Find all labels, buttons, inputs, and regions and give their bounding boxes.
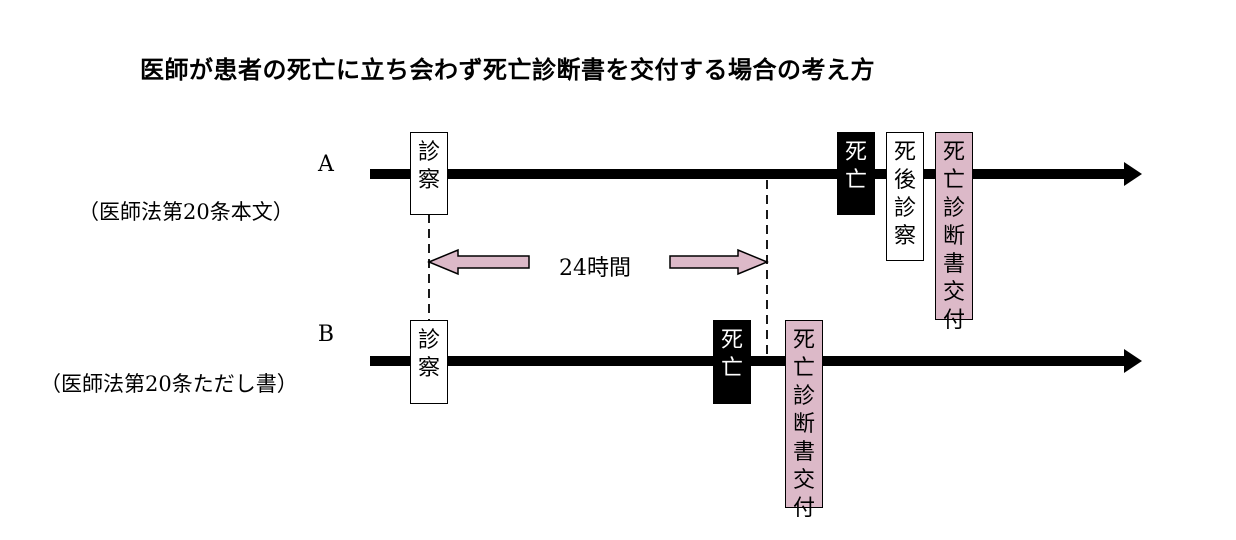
row-b-note: （医師法第20条ただし書） [40, 372, 298, 396]
row-a-death-text: 死亡 [844, 140, 867, 193]
interval-label: 24時間 [540, 250, 650, 282]
row-a-note: （医師法第20条本文） [78, 200, 294, 224]
row-b-certificate-box: 死亡診断書交付 [785, 320, 823, 521]
row-a-exam-text: 診察 [417, 140, 440, 193]
timeline-b-arrowhead [1124, 349, 1142, 373]
row-a-post-exam-box: 死後診察 [886, 132, 924, 261]
row-a-exam-box: 診察 [410, 132, 448, 215]
timeline-a-arrowhead [1124, 162, 1142, 186]
row-b-exam-box: 診察 [410, 320, 448, 404]
row-b-death-box: 死亡 [713, 320, 751, 404]
row-a-letter: A [318, 152, 334, 177]
row-a-death-box: 死亡 [837, 132, 875, 215]
row-a-certificate-box: 死亡診断書交付 [935, 132, 973, 333]
row-b-death-text: 死亡 [720, 328, 743, 381]
interval-arrow-left [427, 248, 530, 276]
interval-arrow-right [669, 248, 769, 276]
row-a-certificate-text: 死亡診断書交付 [942, 140, 965, 333]
row-b-certificate-text: 死亡診断書交付 [792, 328, 815, 521]
row-b-exam-text: 診察 [417, 328, 440, 381]
row-a-post-exam-text: 死後診察 [893, 140, 916, 249]
diagram-title: 医師が患者の死亡に立ち会わず死亡診断書を交付する場合の考え方 [140, 56, 875, 84]
row-b-letter: B [317, 322, 335, 347]
